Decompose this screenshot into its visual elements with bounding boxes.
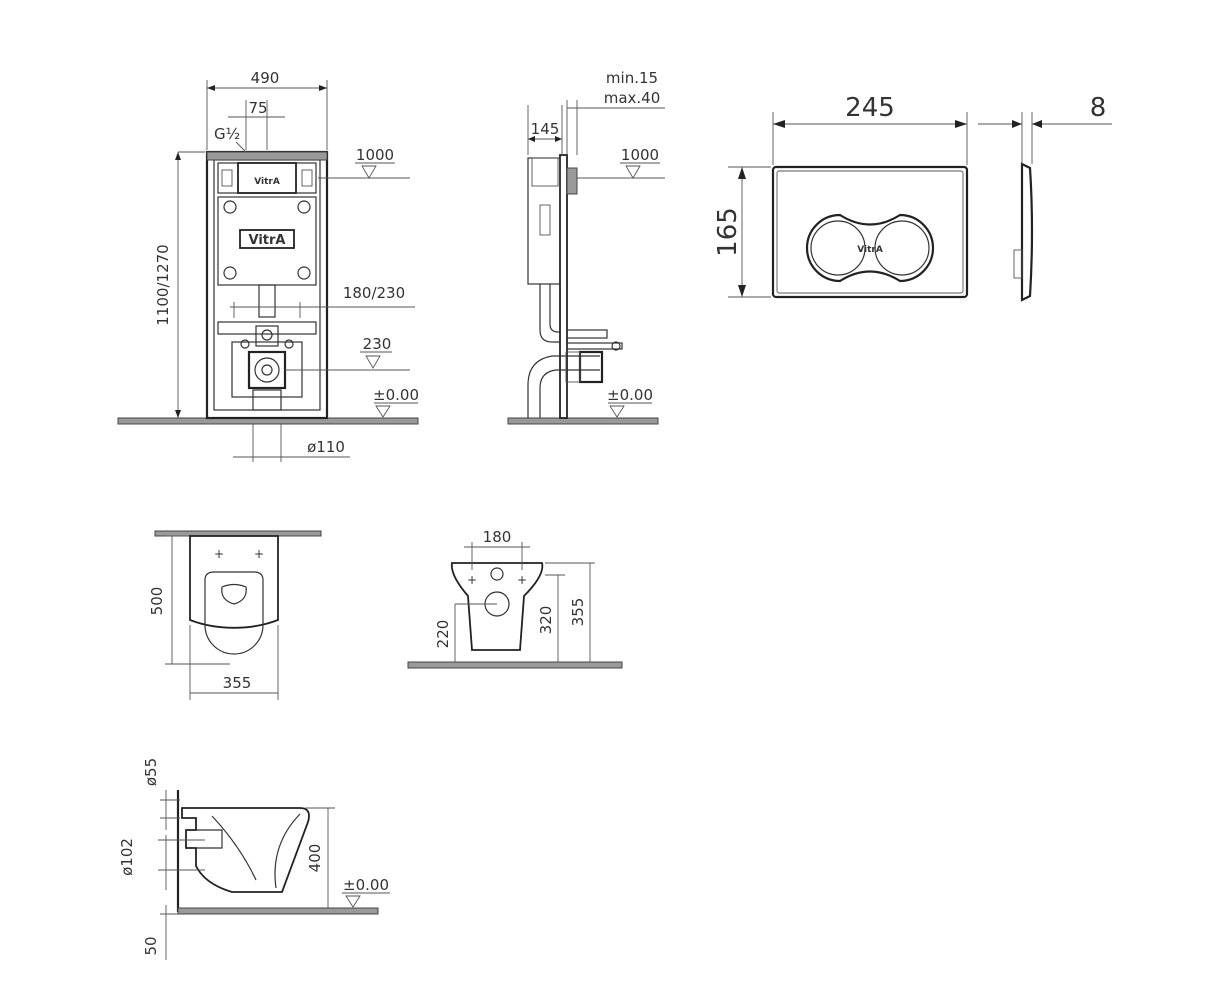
min-label: min.15 <box>606 69 658 87</box>
floor-line-side <box>507 417 659 425</box>
dim-outlet-230: 230 <box>363 335 392 353</box>
dim-spacing-180: 180 <box>483 528 512 546</box>
dim-bowl-width-355: 355 <box>223 674 252 692</box>
floor-level-side: ±0.00 <box>607 386 653 404</box>
bowl-front-view: + + 180 220 320 355 <box>407 528 623 669</box>
bowl-outline-front <box>450 562 544 651</box>
thread-label: G½ <box>214 125 240 143</box>
dim-height-1100-1270: 1100/1270 <box>154 244 172 325</box>
dim-inlet-55: ø55 <box>142 758 160 786</box>
bowl-outline-top <box>189 535 279 629</box>
frame-front-view: VitrA VitrA 490 75 <box>117 69 419 462</box>
dim-plate-height-165: 165 <box>713 207 743 257</box>
flush-opening <box>237 162 297 194</box>
flush-pipe <box>258 284 276 318</box>
side-cistern <box>527 157 561 285</box>
dim-gap-50: 50 <box>142 936 160 955</box>
plate-brand-label: VitrA <box>857 245 883 255</box>
dim-height-220: 220 <box>434 620 452 649</box>
brand-plate <box>239 229 295 249</box>
floor-level-front: ±0.00 <box>373 386 419 404</box>
svg-text:+: + <box>467 573 477 587</box>
dim-width-490: 490 <box>251 69 280 87</box>
dim-plate-thickness-8: 8 <box>1090 93 1107 123</box>
dim-plate-width-245: 245 <box>845 93 895 123</box>
drain-outlet <box>247 350 287 390</box>
max-label: max.40 <box>604 89 661 107</box>
dim-bowl-length-500: 500 <box>148 587 166 616</box>
level-1000-side: 1000 <box>621 146 659 164</box>
svg-text:+: + <box>254 547 264 561</box>
dim-offset-75: 75 <box>248 99 267 117</box>
bowl-basin-top <box>204 571 264 655</box>
floor-line-bowl-side <box>177 907 379 915</box>
svg-text:+: + <box>214 547 224 561</box>
level-1000-label: 1000 <box>356 146 394 164</box>
dim-pipe-110: ø110 <box>307 438 345 456</box>
large-flush-button <box>874 220 930 276</box>
dim-depth-145: 145 <box>531 120 560 138</box>
bowl-profile <box>181 807 310 893</box>
floor-line-bowl <box>407 661 623 669</box>
flush-plate-view: VitrA 245 165 8 <box>713 93 1112 302</box>
dim-height-355: 355 <box>569 598 587 627</box>
bowl-top-view: + + 500 355 <box>148 530 322 700</box>
dim-bracket-180-230: 180/230 <box>343 284 405 302</box>
dim-outlet-102: ø102 <box>118 838 136 876</box>
brand-small-label: VitrA <box>254 177 280 187</box>
bowl-side-view: ø55 ø102 400 ±0.00 50 <box>118 758 390 960</box>
brand-label: VitrA <box>249 233 286 248</box>
dual-flush-buttons <box>805 213 935 283</box>
frame-side-view: 145 min.15 max.40 1000 ±0.00 <box>507 69 665 425</box>
flush-plate <box>771 165 969 299</box>
plate-side-profile <box>1020 162 1034 302</box>
svg-text:+: + <box>517 573 527 587</box>
dim-height-400: 400 <box>306 844 324 873</box>
dim-height-320: 320 <box>537 606 555 635</box>
small-flush-button <box>810 220 866 276</box>
floor-level-bowl: ±0.00 <box>343 876 389 894</box>
